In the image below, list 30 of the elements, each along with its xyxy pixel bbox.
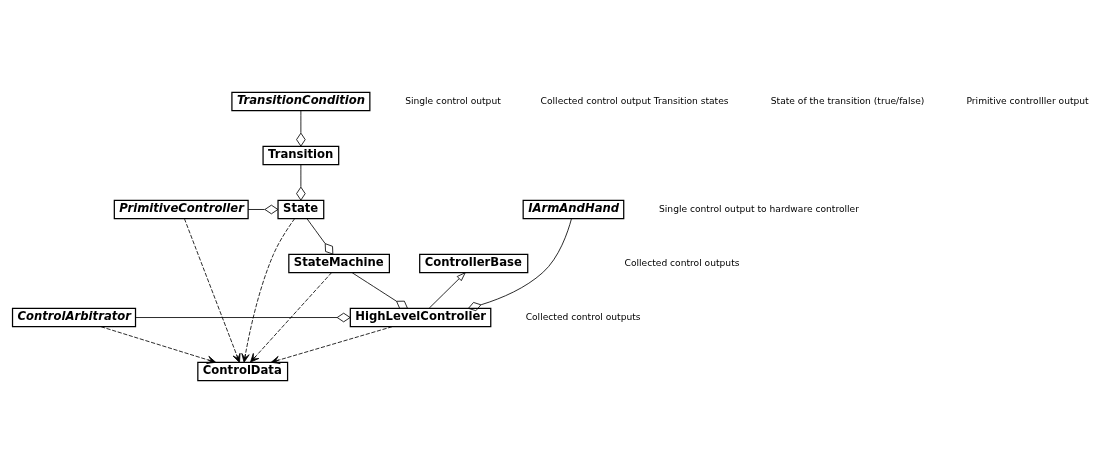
node-box: ControllerBase (419, 253, 529, 273)
label: State of the transition (true/false) (770, 95, 925, 106)
node-box: State (277, 199, 325, 219)
node-box: TransitionCondition (231, 91, 371, 111)
label: Collected control outputs (624, 257, 740, 268)
arrow (270, 325, 393, 364)
node-box: ControlData (197, 361, 289, 381)
connector (468, 217, 572, 311)
node-box: HighLevelController (349, 307, 492, 327)
node-box: PrimitiveController (113, 199, 249, 219)
arrow (184, 217, 241, 363)
node-box: ControlArbitrator (11, 307, 137, 327)
label: Collected control outputs (525, 311, 641, 322)
label: Collected control output Transition states (540, 95, 729, 106)
connector (306, 217, 334, 255)
label: Primitive controlller output (966, 95, 1089, 106)
arrow (250, 271, 332, 362)
label: Single control output to hardware controller (659, 203, 859, 214)
arrow (428, 271, 466, 309)
node-box: Transition (262, 145, 340, 165)
connector (296, 109, 306, 146)
node-box: IArmAndHand (522, 199, 625, 219)
connector (247, 204, 279, 214)
connector (135, 312, 351, 322)
label: Single control output (405, 95, 501, 106)
connector (351, 271, 408, 309)
connector (296, 163, 306, 200)
node-box: StateMachine (288, 253, 390, 273)
arrow (100, 325, 217, 364)
arrow (241, 217, 296, 363)
